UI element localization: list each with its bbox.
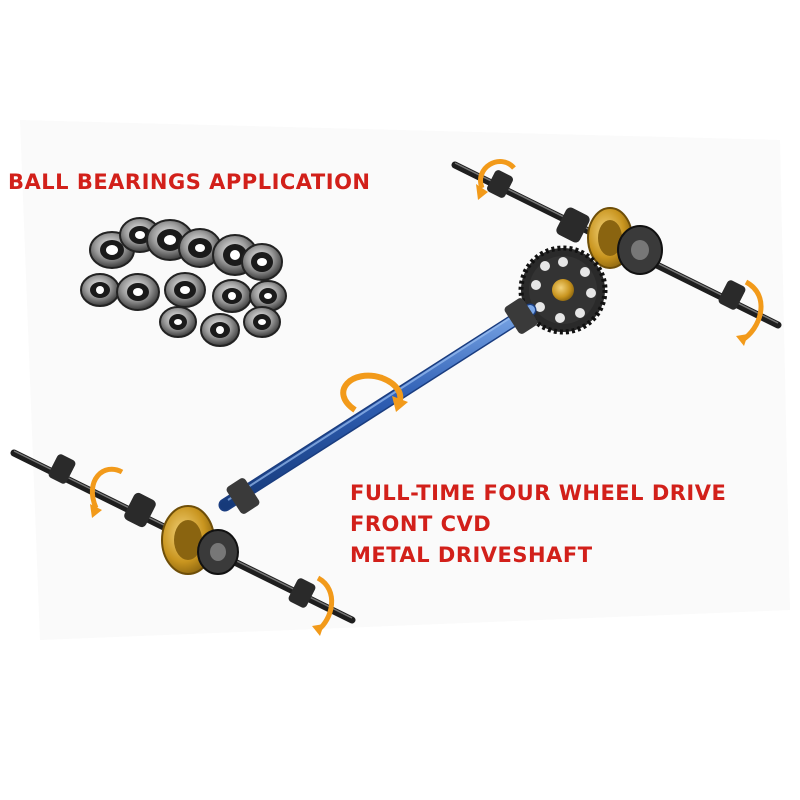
ball-bearing-icon bbox=[200, 313, 240, 347]
ball-bearing-icon bbox=[249, 280, 287, 312]
ball-bearing-icon bbox=[159, 306, 197, 338]
rotation-arrow-icon bbox=[476, 159, 516, 200]
front-axle bbox=[10, 449, 356, 624]
ball-bearing-icon bbox=[80, 273, 120, 307]
ball-bearings-caption: BALL BEARINGS APPLICATION bbox=[8, 170, 371, 194]
rear-axle bbox=[451, 161, 782, 329]
ball-bearing-icon bbox=[116, 273, 160, 311]
spur-gear-icon bbox=[518, 245, 608, 335]
rotation-arrow-icon bbox=[89, 466, 124, 518]
metal-driveshaft bbox=[218, 298, 538, 514]
ball-bearing-icon bbox=[164, 272, 206, 308]
rotation-arrow-icon bbox=[736, 279, 764, 346]
rotation-arrow-icon bbox=[340, 372, 408, 413]
ball-bearings-cluster bbox=[80, 217, 287, 347]
rotation-arrow-icon bbox=[312, 575, 335, 636]
four-wheel-drive-caption: FULL-TIME FOUR WHEEL DRIVE bbox=[350, 481, 727, 505]
ball-bearing-icon bbox=[212, 279, 252, 313]
metal-driveshaft-caption: METAL DRIVESHAFT bbox=[350, 543, 593, 567]
front-cvd-caption: FRONT CVD bbox=[350, 512, 492, 536]
ball-bearing-icon bbox=[243, 306, 281, 338]
ball-bearing-icon bbox=[241, 243, 283, 281]
